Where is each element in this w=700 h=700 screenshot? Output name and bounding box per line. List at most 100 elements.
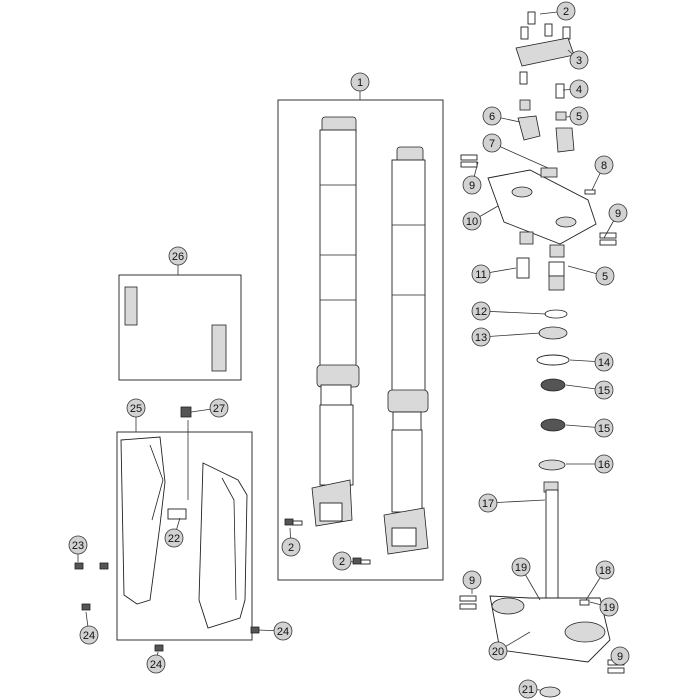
callout-17: 17	[478, 493, 498, 513]
fork-protector-frame	[116, 431, 253, 641]
callout-bubble	[488, 641, 508, 661]
callout-number: 1	[357, 77, 363, 89]
callout-number: 23	[72, 540, 84, 552]
fork-leg-right	[383, 146, 429, 555]
callout-5: 5	[569, 106, 589, 126]
bearing-stack	[536, 309, 570, 471]
callout-bubble	[594, 454, 614, 474]
callout-bubble	[126, 398, 146, 418]
callout-15: 15	[594, 380, 614, 400]
callout-number: 18	[599, 565, 611, 577]
callout-number: 24	[83, 630, 95, 642]
callout-bubble	[462, 570, 482, 590]
callout-number: 15	[598, 423, 610, 435]
callout-15: 15	[594, 418, 614, 438]
callout-24: 24	[146, 654, 166, 674]
callout-bubble	[471, 301, 491, 321]
callout-bubble	[281, 537, 301, 557]
callout-number: 5	[602, 271, 608, 283]
bushing-parts	[516, 231, 565, 291]
callout-bubble	[610, 646, 630, 666]
callout-bubble	[462, 175, 482, 195]
callout-number: 19	[515, 562, 527, 574]
callout-number: 26	[172, 251, 184, 263]
callout-bubble	[594, 155, 614, 175]
callout-number: 9	[617, 651, 623, 663]
callout-19: 19	[599, 597, 619, 617]
callout-bubble	[569, 106, 589, 126]
callout-9: 9	[462, 570, 482, 590]
callout-number: 25	[130, 403, 142, 415]
sticker-kit-frame	[118, 274, 242, 381]
protector-clamp	[167, 406, 192, 520]
callout-22: 22	[164, 528, 184, 548]
callout-bubble	[482, 133, 502, 153]
fork-protector-right	[198, 462, 248, 629]
callout-23: 23	[68, 535, 88, 555]
callout-4: 4	[569, 79, 589, 99]
callout-20: 20	[488, 641, 508, 661]
callout-6: 6	[482, 106, 502, 126]
callout-bubble	[146, 654, 166, 674]
callout-8: 8	[594, 155, 614, 175]
callout-number: 15	[598, 385, 610, 397]
callout-number: 27	[213, 403, 225, 415]
callout-number: 9	[469, 575, 475, 587]
callout-bubble	[68, 535, 88, 555]
callout-27: 27	[209, 398, 229, 418]
fork-leg-left	[311, 116, 360, 527]
callout-21: 21	[518, 679, 538, 699]
callout-2: 2	[332, 551, 352, 571]
callout-bubble	[332, 551, 352, 571]
callout-24: 24	[273, 621, 293, 641]
callout-18: 18	[595, 560, 615, 580]
callout-bubble	[569, 79, 589, 99]
callout-number: 14	[598, 357, 610, 369]
callout-24: 24	[79, 625, 99, 645]
callout-number: 17	[482, 498, 494, 510]
callout-number: 24	[277, 626, 289, 638]
callout-bubble	[478, 493, 498, 513]
callout-9: 9	[462, 175, 482, 195]
fork-assembly-frame	[277, 99, 444, 581]
callout-number: 16	[598, 459, 610, 471]
callout-number: 2	[288, 542, 294, 554]
lower-triple-clamp	[459, 595, 625, 698]
callout-bubble	[595, 266, 615, 286]
callout-bubble	[594, 418, 614, 438]
axle-bolts	[284, 518, 371, 565]
callout-number: 11	[475, 269, 486, 281]
callout-leader-7	[491, 142, 549, 169]
callout-bubble	[350, 72, 370, 92]
callout-number: 13	[475, 332, 487, 344]
callout-bubble	[594, 352, 614, 372]
callout-bubble	[595, 560, 615, 580]
callout-number: 2	[563, 6, 569, 18]
callout-number: 19	[603, 602, 615, 614]
callout-number: 3	[576, 55, 582, 67]
callout-bubble	[209, 398, 229, 418]
callout-bubble	[518, 679, 538, 699]
callout-number: 9	[469, 180, 475, 192]
callout-number: 6	[489, 111, 495, 123]
callout-bubble	[482, 106, 502, 126]
callout-bubble	[511, 557, 531, 577]
callout-13: 13	[471, 327, 491, 347]
callout-number: 10	[466, 216, 478, 228]
callout-11: 11	[471, 264, 491, 284]
callout-bubble	[168, 246, 188, 266]
callout-bubble	[471, 327, 491, 347]
callout-number: 20	[492, 646, 504, 658]
callout-25: 25	[126, 398, 146, 418]
callout-bubble	[164, 528, 184, 548]
callout-9: 9	[610, 646, 630, 666]
callout-10: 10	[462, 211, 482, 231]
upper-triple-clamp	[460, 154, 617, 246]
callout-bubble	[594, 380, 614, 400]
callout-number: 22	[168, 533, 180, 545]
callout-number: 21	[522, 684, 534, 696]
callout-bubble	[556, 1, 576, 21]
